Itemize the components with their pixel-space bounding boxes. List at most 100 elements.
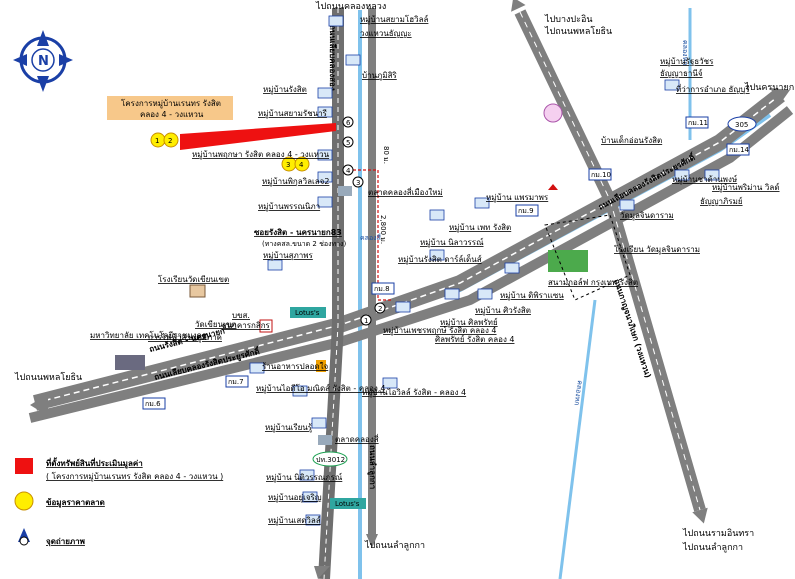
svg-text:กม.6: กม.6 xyxy=(145,400,161,408)
dir-bottom-right-1: ไปถนนรามอินทรา xyxy=(682,528,754,539)
orphanage-label: บ้านเด็กอ่อนรังสิต xyxy=(601,135,662,145)
restaurant-icon xyxy=(316,360,326,372)
svg-text:2: 2 xyxy=(168,137,172,145)
village-label: ศิลพรัทย์ รังสิต คลอง 4 xyxy=(435,334,514,344)
arrow-left-main-road xyxy=(30,394,48,416)
village-label: หมู่บ้านพิกุลวิลเลจ2 xyxy=(262,177,329,187)
dir-top-right-1: ไปบางปะอิน xyxy=(544,14,593,25)
photo-point-4 xyxy=(342,164,354,176)
school-icon xyxy=(189,284,206,298)
legend-market-swatch xyxy=(14,491,34,511)
house-icon xyxy=(704,169,720,181)
svg-text:กม.14: กม.14 xyxy=(729,146,750,154)
canal-label-right: คลองหก xyxy=(572,380,583,406)
temple-label: วัดมูลจินดาราม xyxy=(620,211,674,221)
university-icon xyxy=(115,355,145,370)
arrow-right-main-road xyxy=(770,88,790,104)
svg-text:ปท.3012: ปท.3012 xyxy=(316,456,345,464)
house-icon xyxy=(302,491,318,503)
lotus-marker-1 xyxy=(290,307,326,318)
km7-marker xyxy=(225,375,249,388)
village-icons xyxy=(249,15,720,526)
village-label: หมู่บ้านรัฐธวัชร xyxy=(660,57,714,67)
svg-text:4: 4 xyxy=(346,167,351,175)
legend-property-label: ที่ตั้งทรัพย์สินที่ประเมินมูลค่า xyxy=(46,457,143,469)
house-icon xyxy=(317,149,333,161)
route-305-marker xyxy=(727,116,757,132)
house-icon xyxy=(317,87,333,99)
km14-marker xyxy=(726,143,750,156)
legend-market-label: ข้อมูลราคาตลาด xyxy=(46,497,105,508)
village-label: หมู่บ้านไอดีโอ มณิดส์ รังสิต - คลอง 4 xyxy=(256,383,385,394)
svg-text:กม.7: กม.7 xyxy=(228,378,244,386)
market-icon xyxy=(338,186,352,196)
house-icon xyxy=(299,469,315,481)
village-label: หมู่บ้านสุภาพร xyxy=(263,251,314,261)
village-label: หมู่บ้าน เพท รังสิต xyxy=(449,223,511,233)
compass-arrow-north xyxy=(37,30,49,46)
price-points: 1 2 3 4 xyxy=(150,132,310,172)
canal-label-right-top: คลองหก xyxy=(681,40,689,65)
village-label: วงแหวนธัญญะ xyxy=(360,29,412,38)
svg-text:1: 1 xyxy=(364,317,368,325)
house-icon xyxy=(444,288,460,300)
village-labels: หมู่บ้านสยามโฮวิลล์ วงแหวนธัญญะ บ้านภูมิ… xyxy=(90,14,780,526)
house-icon xyxy=(249,362,265,374)
utility-label: การไฟฟ้าส่วนภูมิภาค xyxy=(148,333,222,343)
palace-icon xyxy=(543,103,563,123)
photo-point-5 xyxy=(342,136,354,148)
house-icon xyxy=(674,169,690,181)
house-icon xyxy=(317,106,333,118)
house-icon xyxy=(311,417,327,429)
soi-access-route xyxy=(348,169,392,301)
house-icon xyxy=(328,15,344,27)
soi-sub-label: (ทางคสล.ขนาด 2 ช่องทาง) xyxy=(262,240,346,248)
village-label: หมู่บ้านรังสิต ดาร์ล์เด็นส์ xyxy=(398,254,482,265)
svg-text:3: 3 xyxy=(356,179,360,187)
bank-icon xyxy=(259,319,273,333)
km9-marker xyxy=(515,204,539,217)
svg-text:Lotus's: Lotus's xyxy=(335,500,360,508)
village-label: หมู่บ้าน แพรมาพร xyxy=(486,193,549,203)
distance-80: 80 ม. xyxy=(382,146,390,164)
dir-far-right: ไปนครนายก xyxy=(744,82,794,93)
km11-marker xyxy=(685,116,709,129)
km6-marker xyxy=(142,397,166,410)
compass-arrow-east xyxy=(59,54,73,66)
school-label: โรงเรียน วัดมูลจินดาราม xyxy=(614,244,700,255)
canal-label-mid: คลองสี่ xyxy=(360,233,382,242)
direction-labels: ไปถนนคลองหลวง ไปบางปะอิน ไปถนนพหลโยธิน ไ… xyxy=(14,1,794,553)
house-icon xyxy=(267,259,283,271)
price-point-2 xyxy=(163,132,179,148)
village-label: หมู่บ้าน นิติวรรณภรณ์ xyxy=(266,472,343,483)
dir-top-center: ไปถนนคลองหลวง xyxy=(315,1,386,12)
svg-text:2: 2 xyxy=(378,305,382,313)
road-label-vertical: ถนนเลียบคลองสอง xyxy=(328,25,338,91)
village-label: บ้านภูมิสิริ xyxy=(362,71,397,81)
legend: ที่ตั้งทรัพย์สินที่ประเมินมูลค่า ( โครงก… xyxy=(14,457,223,547)
dir-top-right-2: ไปถนนพหลโยธิน xyxy=(544,26,612,37)
photo-point-6 xyxy=(342,116,354,128)
legend-property-swatch xyxy=(15,458,33,474)
arrow-down-right-road xyxy=(366,534,378,548)
restaurant-label: ร้านอาหารปลอดใจ xyxy=(262,362,329,371)
property-location xyxy=(180,123,336,150)
school-label: โรงเรียนวัดเขียนเขต xyxy=(158,274,229,284)
svg-text:6: 6 xyxy=(346,119,351,127)
photo-point-3 xyxy=(352,176,364,188)
road-label-vertical-lower: ถนนลำลูกกา xyxy=(367,445,377,489)
lotus-marker-2 xyxy=(330,498,366,509)
project-box-line1: โครงการหมู่บ้านเรนทร รังสิต xyxy=(121,98,221,109)
photo-points: 1 2 3 4 5 6 xyxy=(342,116,386,326)
house-icon xyxy=(477,288,493,300)
price-point-4 xyxy=(294,156,310,172)
village-label: หมู่บ้านรังสิต xyxy=(263,85,307,95)
km-markers: กม.11 กม.14 305 กม.10 กม.9 กม.8 กม.7 กม.… xyxy=(142,116,757,509)
dir-bottom-center: ไปถนนลำลูกกา xyxy=(364,540,425,551)
project-box-bg xyxy=(107,96,233,120)
svg-text:1: 1 xyxy=(155,137,159,145)
svg-text:3: 3 xyxy=(286,161,290,169)
village-label: หมู่บ้าน นิลาวรรณ์ xyxy=(420,237,484,248)
house-icon xyxy=(317,171,333,183)
project-box-line2: คลอง 4 - วงแหวน xyxy=(140,110,204,119)
